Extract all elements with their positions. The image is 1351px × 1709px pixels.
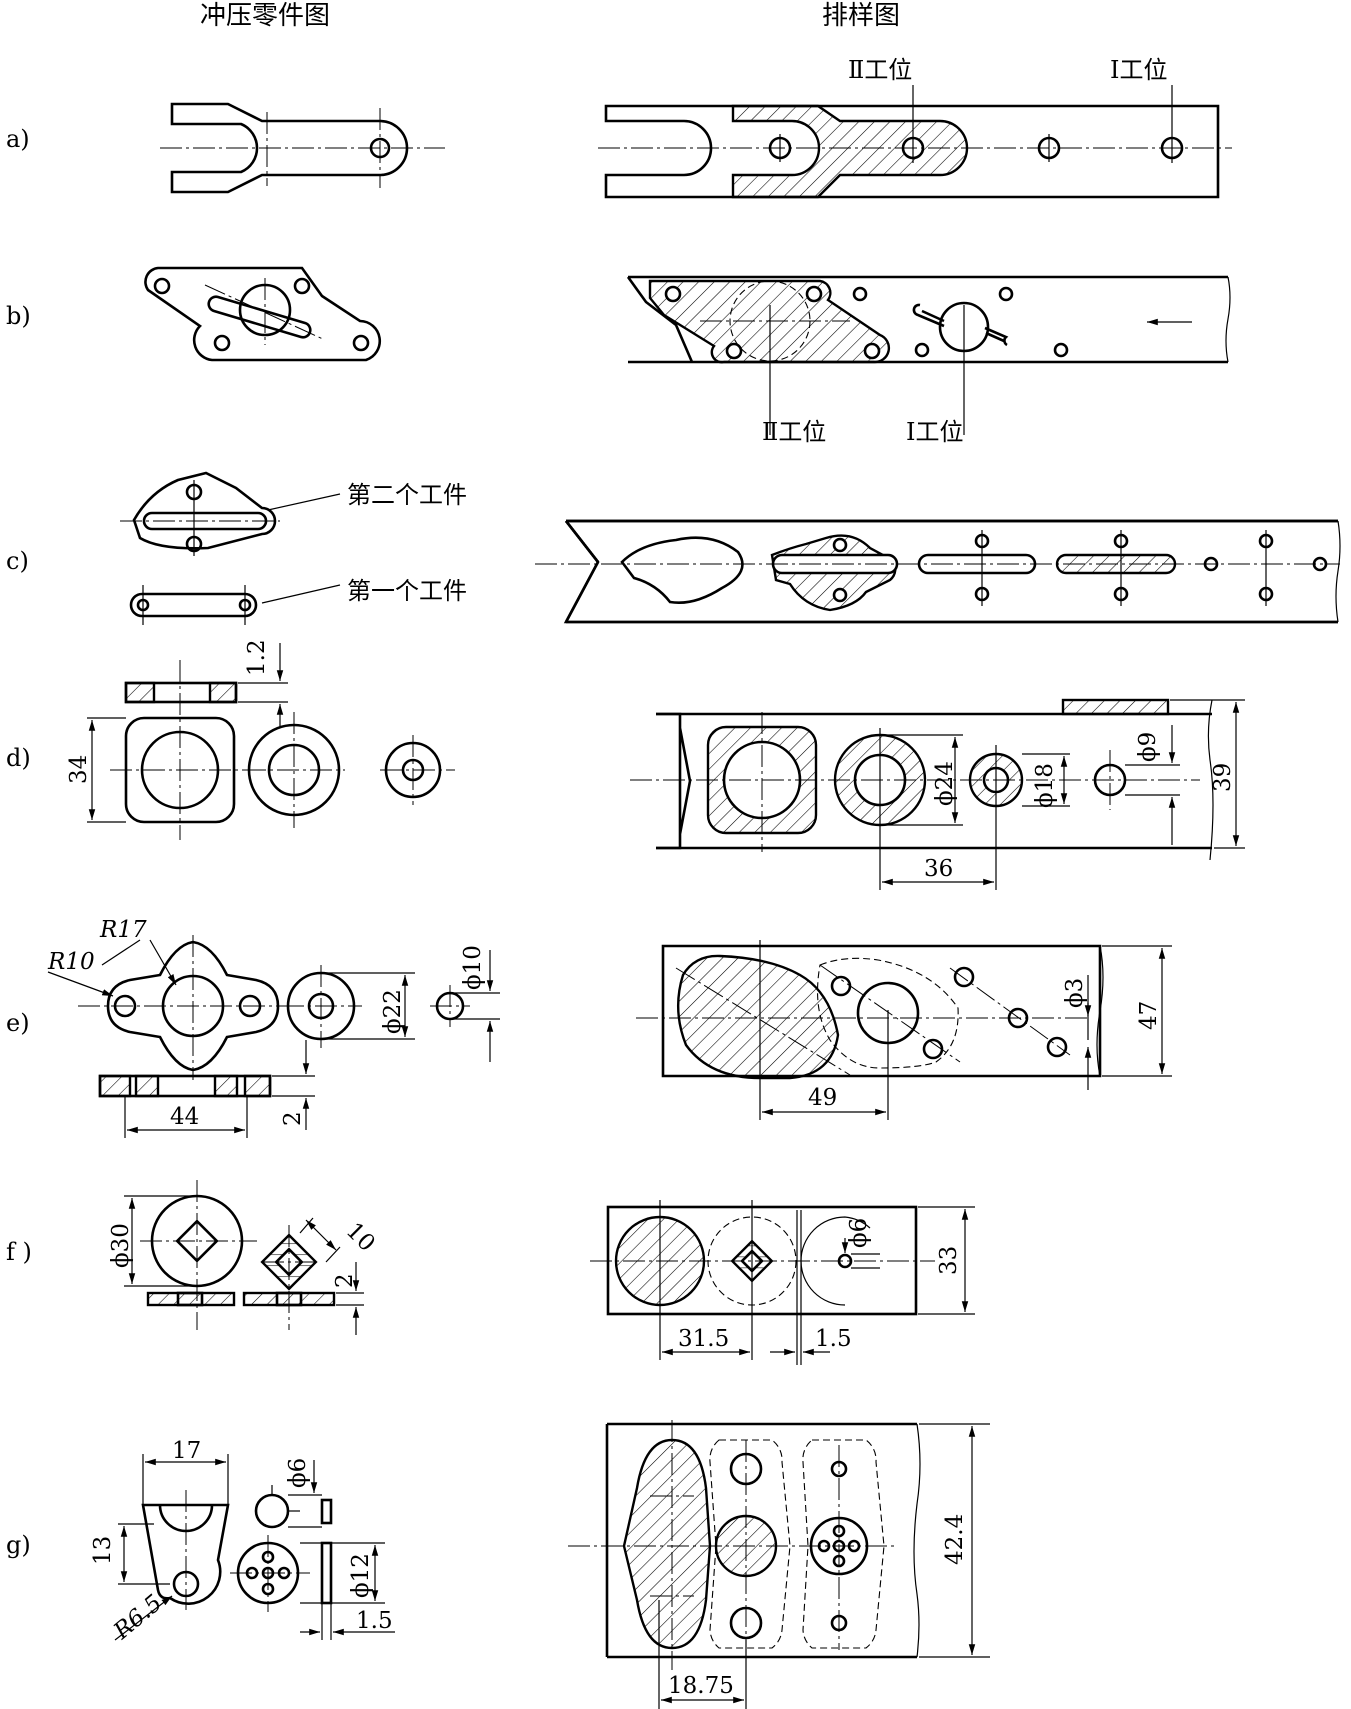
station-2-label-a: Ⅱ工位 (848, 56, 912, 84)
dim-f-2: 2 (332, 1273, 358, 1288)
part-c-workpieces (120, 471, 341, 625)
dim-d-phi24: ϕ24 (932, 761, 958, 806)
row-label-e: e) (6, 1009, 30, 1037)
dim-f-31-5: 31.5 (678, 1326, 729, 1352)
dim-g-1-5: 1.5 (356, 1608, 393, 1634)
station-1-label-a: Ⅰ工位 (1110, 56, 1167, 84)
part-e-flange (47, 935, 500, 1138)
dim-f-1-5: 1.5 (815, 1326, 852, 1352)
station-1-label-b: Ⅰ工位 (906, 418, 963, 446)
part-f-discs (124, 1180, 364, 1335)
dim-g-13: 13 (90, 1536, 116, 1565)
layout-a-strip (598, 85, 1232, 199)
dim-g-r6-5: R6.5 (108, 1590, 167, 1645)
dim-d-size: 34 (66, 755, 92, 784)
dim-e-47: 47 (1136, 1001, 1162, 1030)
dim-g-18-75: 18.75 (668, 1673, 734, 1699)
part-b-bracket (144, 266, 382, 362)
dim-e-phi10: ϕ10 (460, 945, 486, 990)
dim-e-r17: R17 (99, 917, 147, 943)
dim-e-phi22: ϕ22 (380, 989, 406, 1034)
part-g-pieces (114, 1454, 395, 1641)
dim-e-44: 44 (170, 1104, 199, 1130)
layout-d-strip (630, 698, 1245, 890)
dim-d-phi9: ϕ9 (1135, 732, 1161, 762)
dim-e-49: 49 (808, 1085, 837, 1111)
dim-g-42-4: 42.4 (942, 1514, 968, 1565)
dim-g-phi6: ϕ6 (285, 1458, 311, 1488)
part-d-washers (87, 643, 455, 840)
dim-f-33: 33 (936, 1246, 962, 1275)
dim-f-10: 10 (341, 1218, 380, 1257)
part-a-fork (160, 102, 445, 194)
layout-b-strip (626, 275, 1231, 435)
row-label-d: d) (6, 744, 31, 772)
dim-e-2: 2 (280, 1111, 306, 1126)
part-drawing-header: 冲压零件图 (200, 1, 330, 31)
layout-f-strip (590, 1200, 975, 1365)
dim-e-phi3: ϕ3 (1062, 978, 1088, 1008)
row-label-c: c) (6, 547, 29, 575)
dim-f-phi30: ϕ30 (108, 1223, 134, 1268)
layout-c-strip (535, 519, 1341, 624)
layout-g-strip (568, 1420, 990, 1709)
row-label-f: f ) (6, 1238, 32, 1266)
row-label-a: a) (6, 125, 30, 153)
workpiece-1-label: 第一个工件 (347, 577, 467, 605)
row-label-g: g) (6, 1531, 31, 1559)
dim-d-pitch: 36 (924, 856, 953, 882)
dim-d-width: 39 (1210, 763, 1236, 792)
workpiece-2-label: 第二个工件 (347, 481, 467, 509)
dim-e-r10: R10 (47, 949, 95, 975)
station-2-label-b: Ⅱ工位 (762, 418, 826, 446)
layout-drawing-header: 排样图 (822, 1, 900, 31)
dim-d-thickness: 1.2 (244, 639, 270, 676)
dim-d-phi18: ϕ18 (1032, 763, 1058, 808)
row-label-b: b) (6, 302, 31, 330)
layout-e-strip (636, 940, 1172, 1120)
dim-g-17: 17 (172, 1438, 201, 1464)
dim-f-phi6: ϕ6 (846, 1218, 872, 1248)
dim-g-phi12: ϕ12 (348, 1553, 374, 1598)
